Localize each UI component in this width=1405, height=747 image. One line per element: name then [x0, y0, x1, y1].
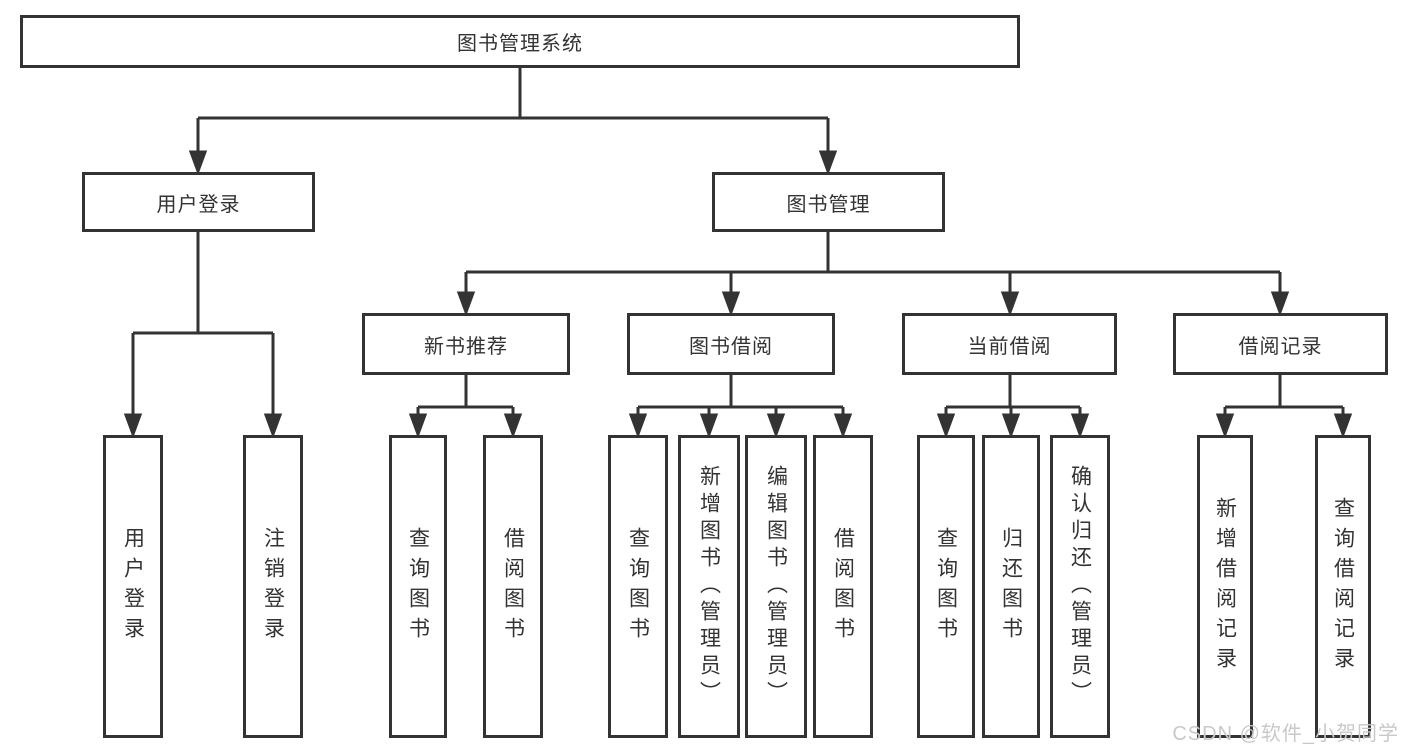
- node-book-borrow: 图书借阅: [627, 313, 835, 375]
- node-leaf-confirm-return-label: 确认归还（管理员）: [1068, 465, 1092, 708]
- node-leaf-query-book-c: 查询图书: [917, 435, 975, 738]
- node-leaf-add-borrow-record: 新增借阅记录: [1197, 435, 1253, 738]
- node-leaf-borrow-book-a: 借阅图书: [483, 435, 543, 738]
- node-user-login: 用户登录: [82, 172, 315, 232]
- arrow-down-icon: [936, 413, 956, 439]
- arrow-down-icon: [699, 413, 719, 439]
- node-leaf-query-book-b-label: 查询图书: [626, 526, 650, 647]
- arrow-down-icon: [766, 413, 786, 439]
- node-leaf-borrow-book-b: 借阅图书: [813, 435, 873, 738]
- node-book-management: 图书管理: [712, 172, 945, 232]
- node-leaf-logout: 注销登录: [243, 435, 303, 738]
- arrow-down-icon: [408, 413, 428, 439]
- node-leaf-edit-book: 编辑图书（管理员）: [745, 435, 807, 738]
- node-leaf-user-login: 用户登录: [103, 435, 163, 738]
- arrow-down-icon: [263, 413, 283, 439]
- node-root: 图书管理系统: [20, 15, 1020, 68]
- node-leaf-query-book-b: 查询图书: [608, 435, 668, 738]
- node-borrow-records: 借阅记录: [1173, 313, 1388, 375]
- node-leaf-logout-label: 注销登录: [261, 526, 285, 647]
- arrow-down-icon: [628, 413, 648, 439]
- node-leaf-query-book-a: 查询图书: [389, 435, 447, 738]
- arrow-down-icon: [503, 413, 523, 439]
- connector-book-management-to-children: [456, 232, 1290, 317]
- arrow-down-icon: [1215, 413, 1235, 439]
- connector-borrow-records-to-children: [1215, 375, 1353, 439]
- node-user-login-label: 用户登录: [156, 193, 241, 216]
- arrow-down-icon: [1000, 291, 1020, 317]
- node-leaf-return-book-label: 归还图书: [999, 526, 1023, 647]
- arrow-down-icon: [123, 413, 143, 439]
- node-leaf-query-book-c-label: 查询图书: [934, 526, 958, 647]
- node-leaf-add-book: 新增图书（管理员）: [678, 435, 740, 738]
- arrow-down-icon: [1070, 413, 1090, 439]
- connector-new-book-recommend-to-children: [408, 375, 523, 439]
- arrow-down-icon: [188, 150, 208, 176]
- arrow-down-icon: [1001, 413, 1021, 439]
- node-borrow-records-label: 借阅记录: [1238, 335, 1323, 358]
- node-book-borrow-label: 图书借阅: [689, 335, 773, 358]
- arrow-down-icon: [1270, 291, 1290, 317]
- arrow-down-icon: [833, 413, 853, 439]
- node-current-borrow-label: 当前借阅: [967, 335, 1052, 358]
- csdn-watermark: CSDN @软件_小贺同学: [1172, 723, 1399, 745]
- node-new-book-recommend: 新书推荐: [362, 313, 570, 375]
- node-leaf-user-login-label: 用户登录: [121, 526, 145, 647]
- node-leaf-add-borrow-record-label: 新增借阅记录: [1213, 496, 1237, 677]
- connector-current-borrow-to-children: [936, 375, 1090, 439]
- connector-user-login-to-children: [123, 232, 283, 439]
- node-leaf-borrow-book-a-label: 借阅图书: [501, 526, 525, 647]
- node-leaf-query-book-a-label: 查询图书: [406, 526, 430, 647]
- node-root-label: 图书管理系统: [457, 33, 583, 55]
- node-leaf-add-book-label: 新增图书（管理员）: [697, 465, 721, 708]
- arrow-down-icon: [456, 291, 476, 317]
- node-current-borrow: 当前借阅: [902, 313, 1117, 375]
- node-book-management-label: 图书管理: [786, 193, 871, 216]
- node-leaf-query-borrow-record-label: 查询借阅记录: [1331, 496, 1355, 677]
- arrow-down-icon: [1333, 413, 1353, 439]
- arrow-down-icon: [818, 150, 838, 176]
- node-leaf-edit-book-label: 编辑图书（管理员）: [764, 465, 788, 708]
- node-leaf-borrow-book-b-label: 借阅图书: [831, 526, 855, 647]
- node-leaf-query-borrow-record: 查询借阅记录: [1315, 435, 1371, 738]
- node-leaf-confirm-return: 确认归还（管理员）: [1050, 435, 1110, 738]
- node-leaf-return-book: 归还图书: [982, 435, 1040, 738]
- connector-root-to-children: [188, 68, 838, 176]
- connector-book-borrow-to-children: [628, 375, 853, 439]
- arrow-down-icon: [721, 291, 741, 317]
- node-new-book-recommend-label: 新书推荐: [424, 335, 508, 358]
